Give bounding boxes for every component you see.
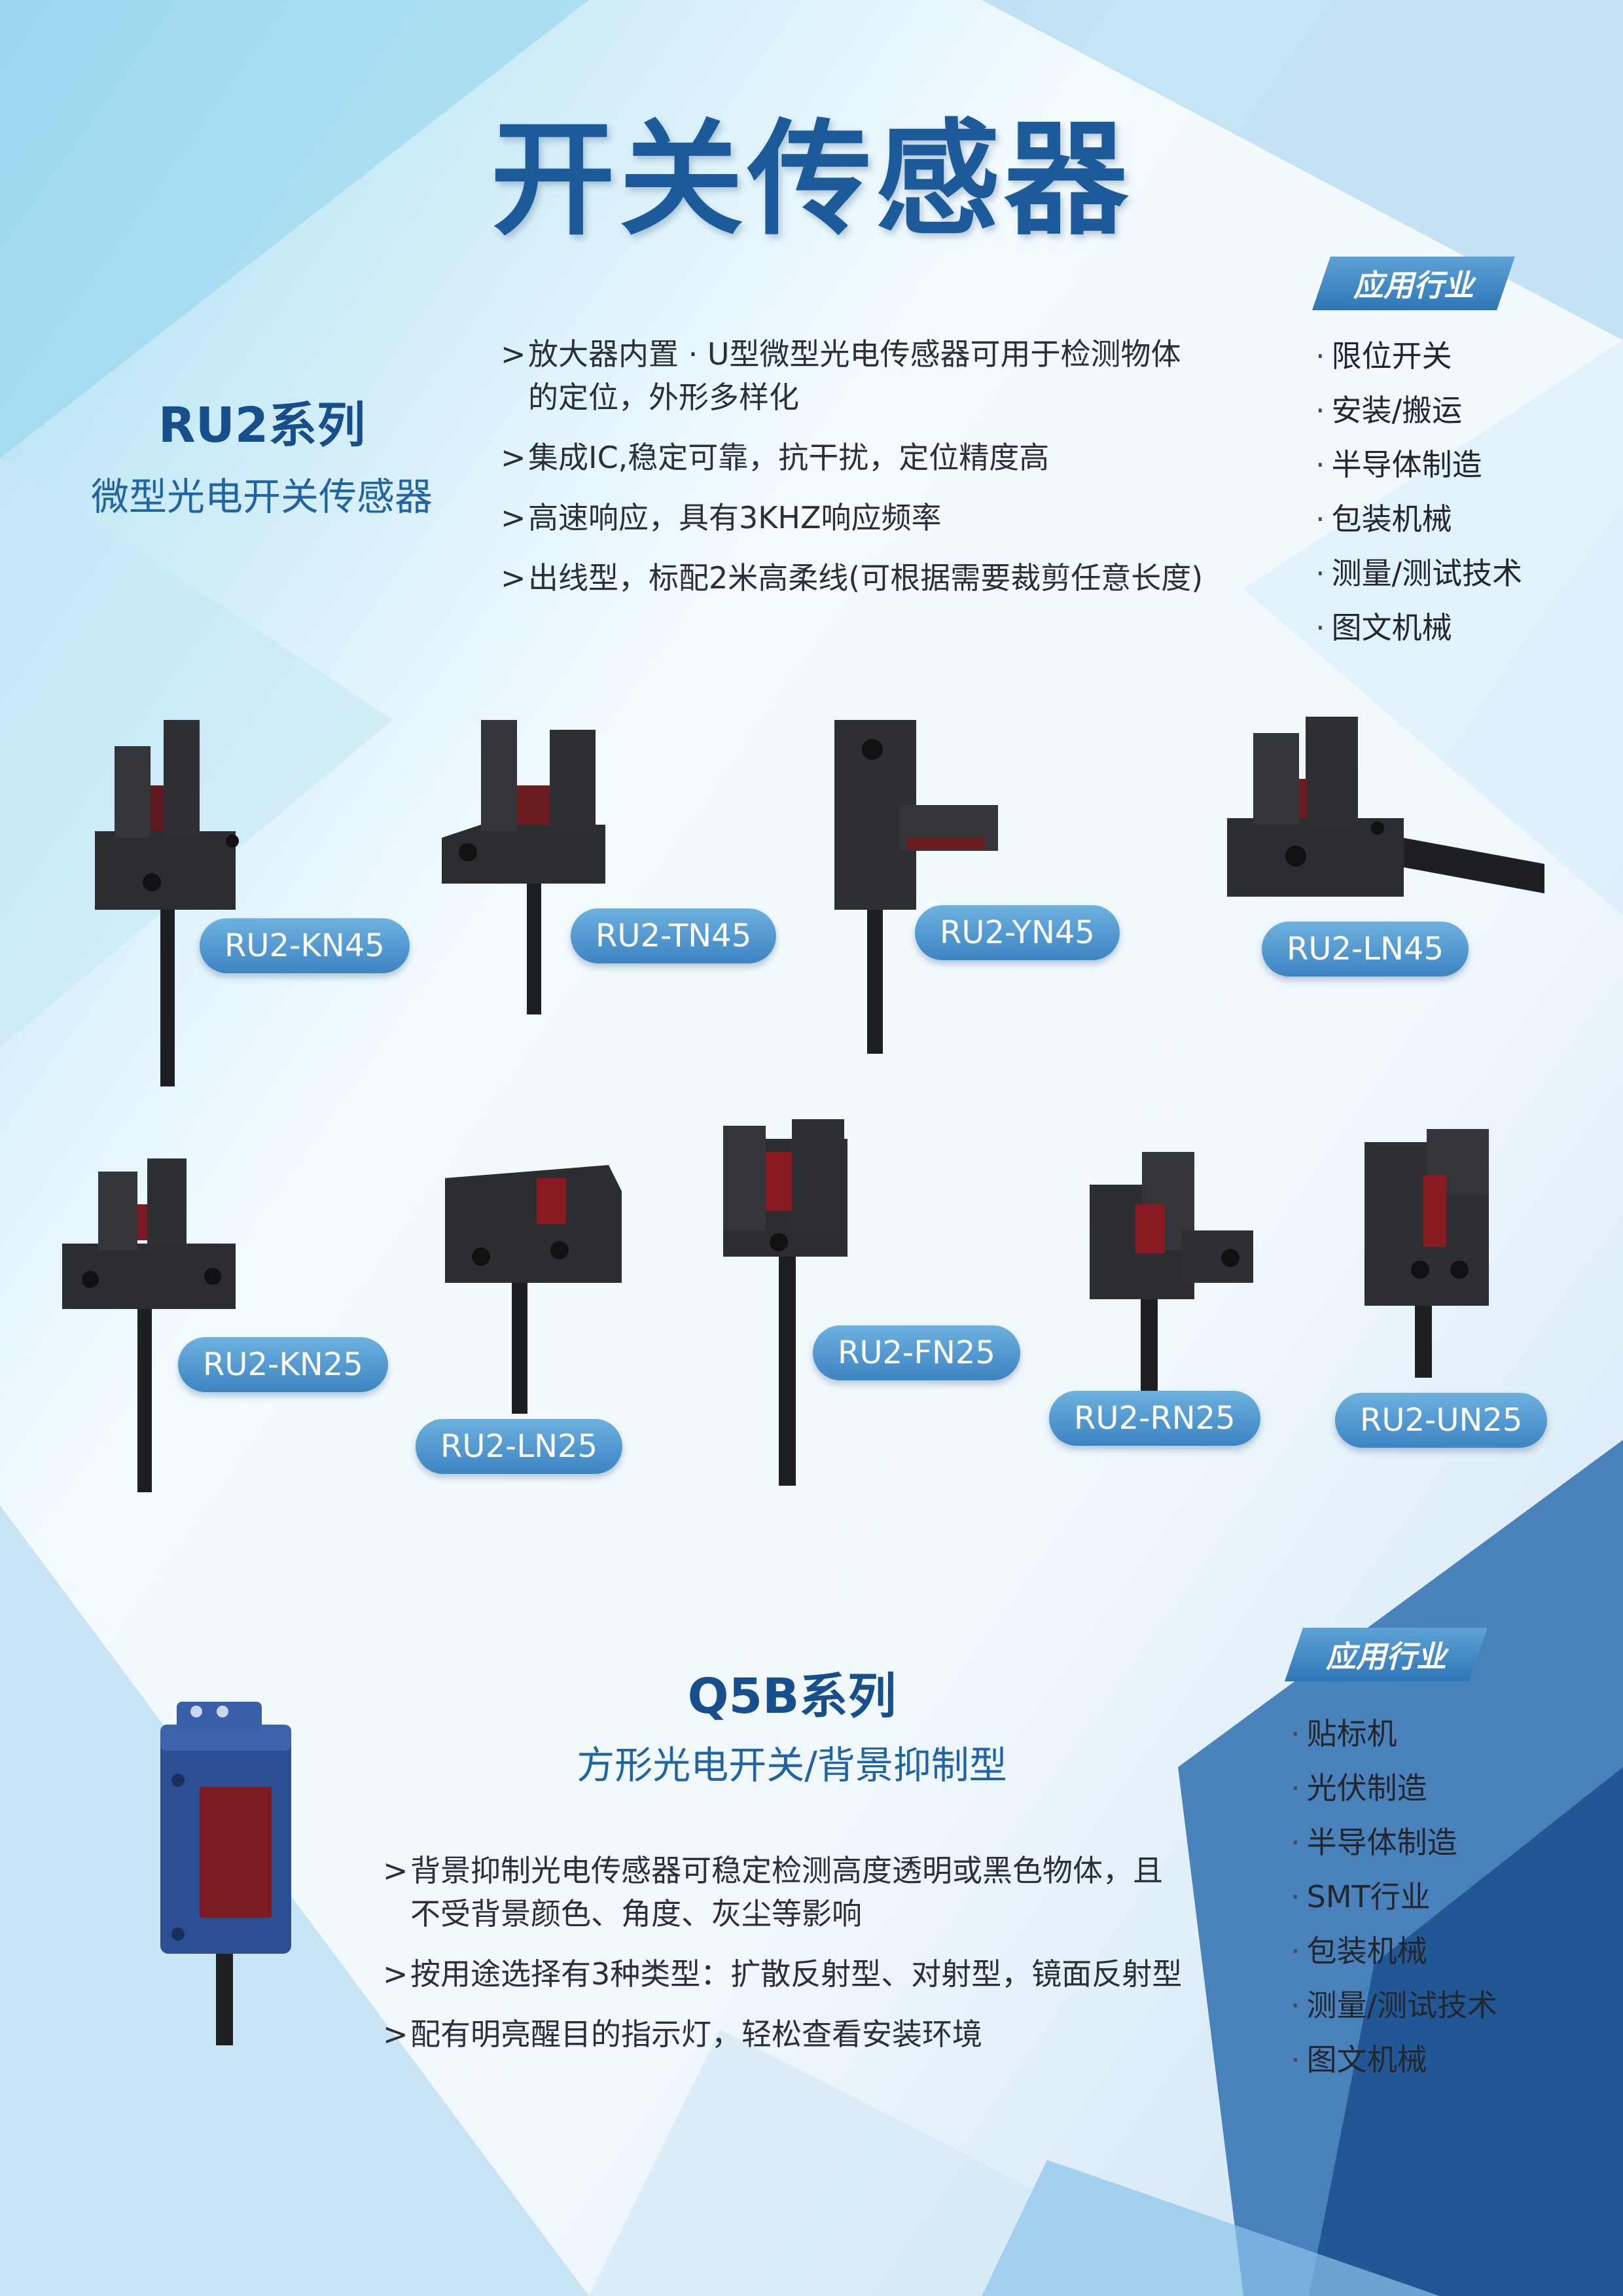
application-item: ·安装/搬运 xyxy=(1315,384,1616,438)
feature-arrow-icon: > xyxy=(383,1853,408,1888)
bullet-dot-icon: · xyxy=(1315,610,1325,645)
ru2-series-subtitle: 微型光电开关传感器 xyxy=(90,475,433,519)
application-item: ·测量/测试技术 xyxy=(1315,547,1616,601)
application-label: 图文机械 xyxy=(1306,2042,1427,2077)
model-label-ru2-kn45: RU2-KN45 xyxy=(200,918,410,973)
q5b-feature-item: > 按用途选择有3种类型：扩散反射型、对射型，镜面反射型 xyxy=(383,1952,1273,1996)
feature-arrow-icon: > xyxy=(501,336,526,372)
model-label-ru2-kn25: RU2-KN25 xyxy=(178,1337,388,1392)
ru2-feature-item: > 高速响应，具有3KHZ响应频率 xyxy=(501,496,1299,539)
feature-arrow-icon: > xyxy=(501,500,526,535)
bullet-dot-icon: · xyxy=(1291,1770,1300,1806)
bullet-dot-icon: · xyxy=(1291,1716,1300,1751)
ru2-feature-item: > 集成IC,稳定可靠，抗干扰，定位精度高 xyxy=(501,436,1299,479)
bullet-dot-icon: · xyxy=(1291,1825,1300,1860)
ru2-un25-image xyxy=(1364,1129,1489,1378)
application-item: ·限位开关 xyxy=(1315,329,1616,384)
q5b-series-subtitle: 方形光电开关/背景抑制型 xyxy=(577,1743,1007,1787)
feature-arrow-icon: > xyxy=(501,560,526,596)
feature-text: 高速响应，具有3KHZ响应频率 xyxy=(528,500,942,535)
bullet-dot-icon: · xyxy=(1315,501,1325,537)
application-label: 贴标机 xyxy=(1306,1716,1397,1751)
application-item: ·测量/测试技术 xyxy=(1291,1979,1605,2033)
application-item: ·半导体制造 xyxy=(1291,1816,1605,1870)
ru2-yn45-image xyxy=(834,720,998,1054)
application-label: 半导体制造 xyxy=(1331,447,1482,482)
application-label: 测量/测试技术 xyxy=(1331,556,1523,591)
application-label: 图文机械 xyxy=(1331,610,1452,645)
page-title: 开关传感器 xyxy=(490,107,1132,252)
q5b-applications-tag: 应用行业 xyxy=(1285,1628,1488,1681)
ru2-rn25-image xyxy=(1090,1152,1253,1407)
q5b-series-name: Q5B系列 xyxy=(687,1668,897,1725)
feature-text: 放大器内置 · U型微型光电传感器可用于检测物体 xyxy=(528,336,1181,372)
feature-text-continued: 不受背景颜色、角度、灰尘等影响 xyxy=(410,1896,862,1931)
ru2-applications-list: ·限位开关 ·安装/搬运 ·半导体制造 ·包装机械 ·测量/测试技术 ·图文机械 xyxy=(1315,329,1616,655)
bullet-dot-icon: · xyxy=(1291,1879,1300,1914)
model-label-ru2-rn25: RU2-RN25 xyxy=(1049,1391,1260,1446)
feature-text: 按用途选择有3种类型：扩散反射型、对射型，镜面反射型 xyxy=(410,1956,1183,1992)
ru2-tn45-image xyxy=(442,720,605,1014)
model-label-ru2-fn25: RU2-FN25 xyxy=(813,1325,1020,1380)
bullet-dot-icon: · xyxy=(1291,1988,1300,2023)
bullet-dot-icon: · xyxy=(1315,393,1325,428)
ru2-kn25-image xyxy=(62,1158,236,1492)
ru2-kn45-image xyxy=(95,720,239,1086)
application-label: 安装/搬运 xyxy=(1331,393,1463,428)
ru2-feature-item: > 放大器内置 · U型微型光电传感器可用于检测物体 的定位，外形多样化 xyxy=(501,332,1299,419)
feature-arrow-icon: > xyxy=(501,440,526,475)
model-label-ru2-ln45: RU2-LN45 xyxy=(1262,922,1469,977)
application-item: ·包装机械 xyxy=(1291,1924,1605,1979)
application-item: ·图文机械 xyxy=(1315,601,1616,655)
application-item: ·图文机械 xyxy=(1291,2033,1605,2087)
application-label: 包装机械 xyxy=(1306,1933,1427,1969)
model-label-ru2-tn45: RU2-TN45 xyxy=(571,908,777,963)
application-item: ·SMT行业 xyxy=(1291,1870,1605,1924)
q5b-feature-item: > 配有明亮醒目的指示灯，轻松查看安装环境 xyxy=(383,2013,1273,2056)
ru2-ln25-image xyxy=(445,1165,622,1414)
application-label: 光伏制造 xyxy=(1306,1770,1427,1806)
feature-text: 集成IC,稳定可靠，抗干扰，定位精度高 xyxy=(528,440,1050,475)
feature-text: 背景抑制光电传感器可稳定检测高度透明或黑色物体，且 xyxy=(410,1853,1163,1888)
feature-arrow-icon: > xyxy=(383,1956,408,1992)
q5b-applications-list: ·贴标机 ·光伏制造 ·半导体制造 ·SMT行业 ·包装机械 ·测量/测试技术 … xyxy=(1291,1707,1605,2087)
ru2-series-name: RU2系列 xyxy=(158,397,366,454)
application-label: SMT行业 xyxy=(1306,1879,1431,1914)
bullet-dot-icon: · xyxy=(1291,1933,1300,1969)
bullet-dot-icon: · xyxy=(1291,2042,1300,2077)
feature-text-continued: 的定位，外形多样化 xyxy=(528,380,799,415)
ru2-applications-tag: 应用行业 xyxy=(1312,257,1515,310)
ru2-ln45-image xyxy=(1227,717,1544,897)
model-label-ru2-un25: RU2-UN25 xyxy=(1335,1393,1548,1448)
application-item: ·光伏制造 xyxy=(1291,1761,1605,1816)
q5b-feature-item: > 背景抑制光电传感器可稳定检测高度透明或黑色物体，且 不受背景颜色、角度、灰尘… xyxy=(383,1849,1273,1935)
application-item: ·包装机械 xyxy=(1315,492,1616,547)
application-label: 测量/测试技术 xyxy=(1306,1988,1498,2023)
model-label-ru2-yn45: RU2-YN45 xyxy=(915,905,1120,960)
bullet-dot-icon: · xyxy=(1315,338,1325,374)
application-label: 限位开关 xyxy=(1331,338,1452,374)
ru2-fn25-image xyxy=(723,1119,847,1486)
ru2-feature-item: > 出线型，标配2米高柔线(可根据需要裁剪任意长度) xyxy=(501,556,1299,600)
feature-text: 出线型，标配2米高柔线(可根据需要裁剪任意长度) xyxy=(528,560,1204,596)
bullet-dot-icon: · xyxy=(1315,447,1325,482)
q5b-sensor-image xyxy=(160,1702,291,2045)
application-label: 包装机械 xyxy=(1331,501,1452,537)
model-label-ru2-ln25: RU2-LN25 xyxy=(416,1419,623,1474)
q5b-feature-list: > 背景抑制光电传感器可稳定检测高度透明或黑色物体，且 不受背景颜色、角度、灰尘… xyxy=(383,1849,1273,2073)
application-item: ·贴标机 xyxy=(1291,1707,1605,1761)
application-item: ·半导体制造 xyxy=(1315,438,1616,492)
feature-arrow-icon: > xyxy=(383,2017,408,2052)
application-label: 半导体制造 xyxy=(1306,1825,1457,1860)
bullet-dot-icon: · xyxy=(1315,556,1325,591)
ru2-feature-list: > 放大器内置 · U型微型光电传感器可用于检测物体 的定位，外形多样化 > 集… xyxy=(501,332,1299,617)
feature-text: 配有明亮醒目的指示灯，轻松查看安装环境 xyxy=(410,2017,982,2052)
